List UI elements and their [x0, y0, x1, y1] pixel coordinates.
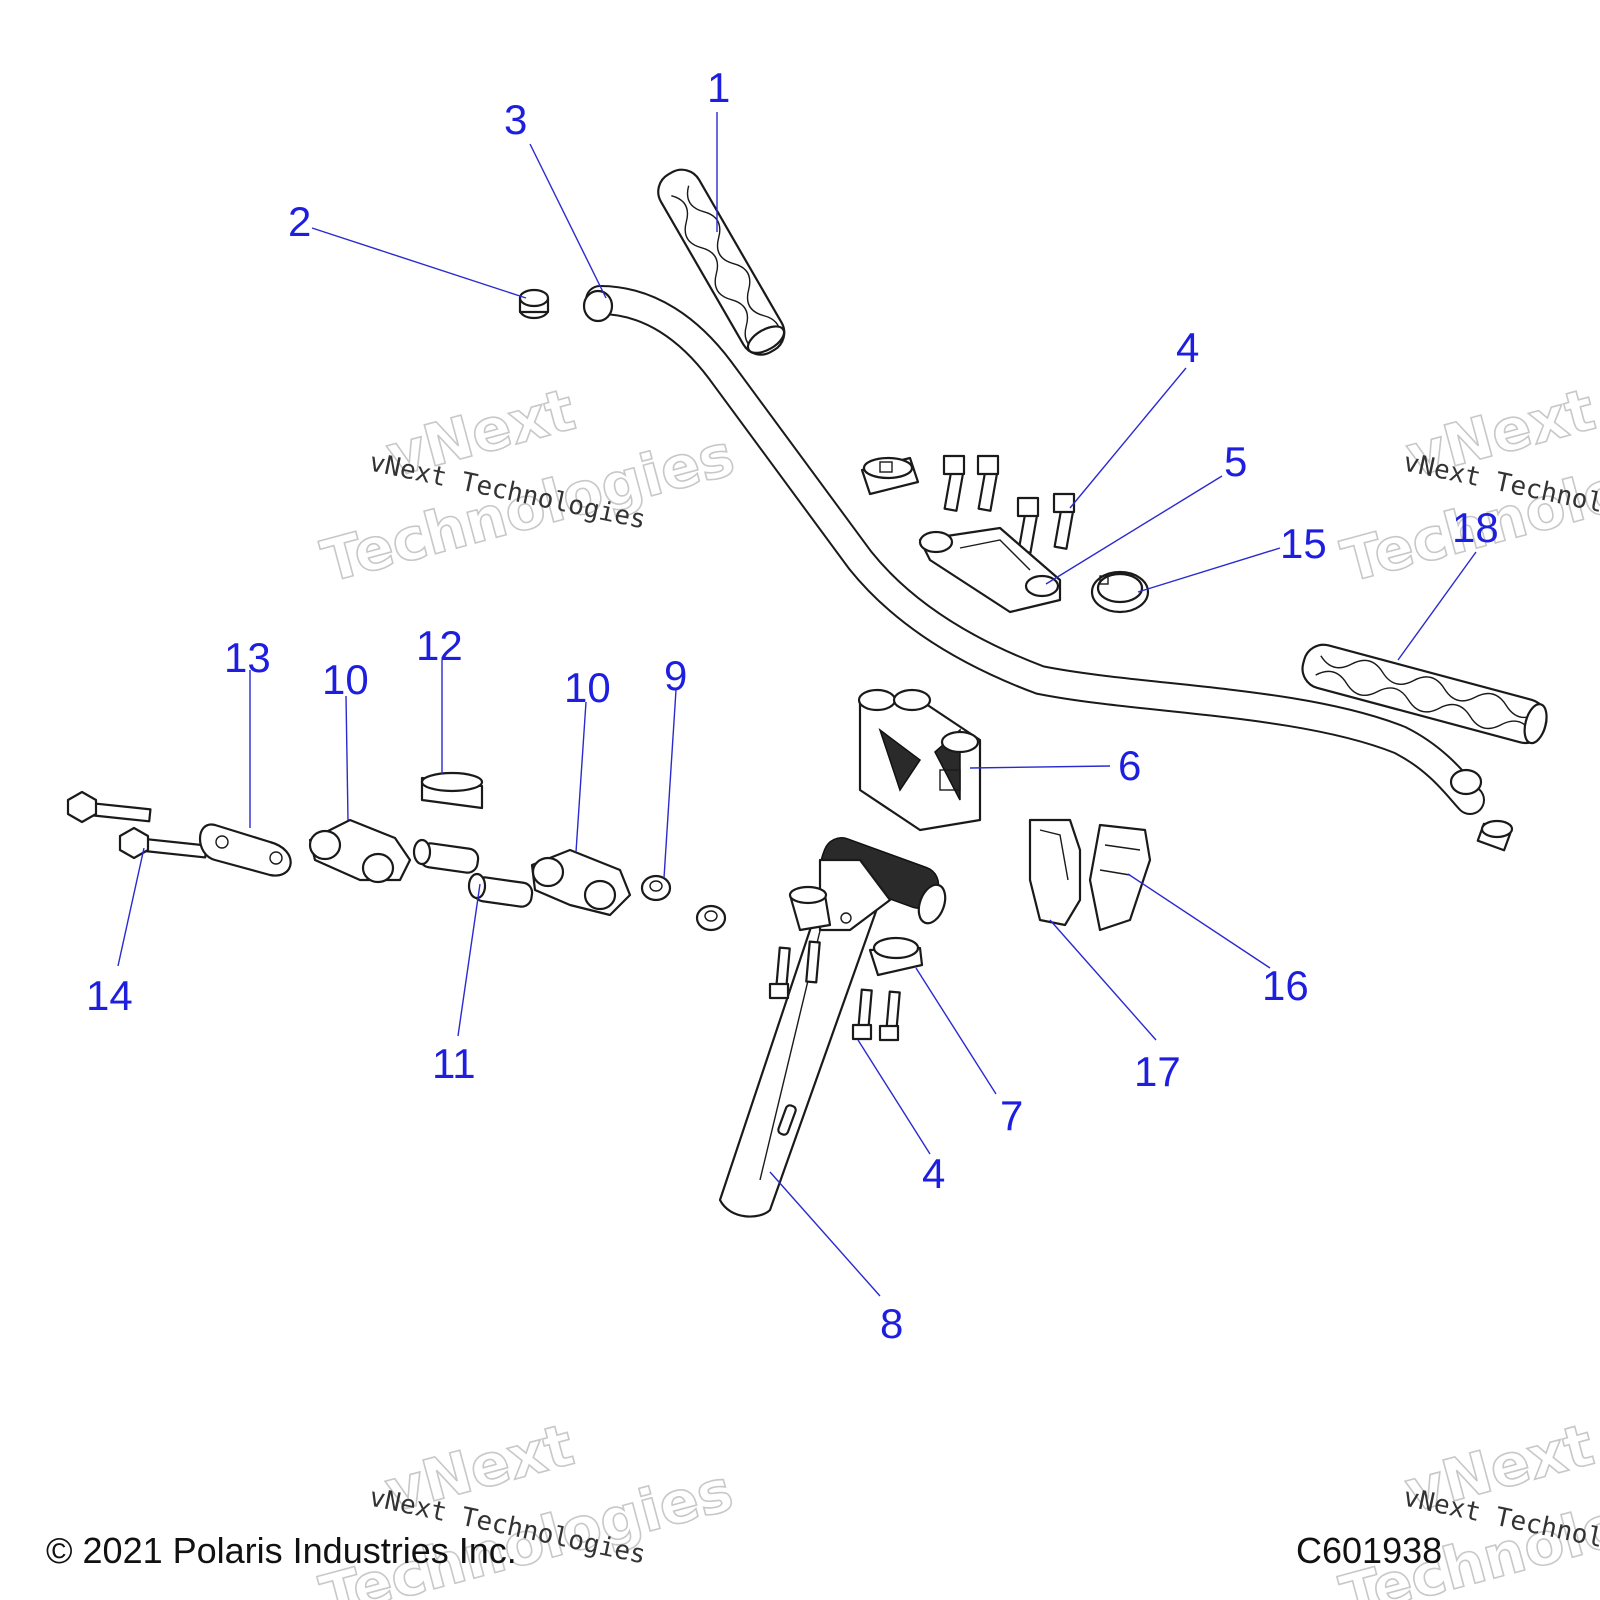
clamp-ring	[1090, 570, 1150, 614]
drawing-number: C601938	[1296, 1530, 1443, 1571]
steering-post	[718, 837, 947, 1218]
callout-10-left: 10	[322, 656, 369, 703]
handlebar	[582, 285, 1485, 815]
plate-13	[199, 823, 292, 877]
callout-5: 5	[1224, 438, 1247, 485]
washer-9	[640, 874, 727, 932]
callout-12: 12	[416, 622, 463, 669]
callout-4: 4	[1176, 324, 1199, 371]
lower-clamp	[788, 885, 924, 977]
bolts-14	[66, 790, 208, 860]
callout-4-lower: 4	[922, 1150, 945, 1197]
bar-end-plug-right	[1476, 819, 1514, 852]
callout-10-right: 10	[564, 664, 611, 711]
callout-13: 13	[224, 634, 271, 681]
callout-6: 6	[1118, 742, 1141, 789]
callout-2: 2	[288, 198, 311, 245]
riser-cover-left	[1028, 818, 1082, 927]
ring-12	[420, 771, 484, 810]
spacer-11	[412, 838, 534, 908]
handlebar-riser	[857, 688, 982, 832]
callout-8: 8	[880, 1300, 903, 1347]
clamp-bolts-upper	[942, 454, 1076, 554]
callouts: 1 2 3 4 5 15 18 6 16 17 7 4 8 9 10 10 12…	[86, 64, 1499, 1347]
callout-9: 9	[664, 652, 687, 699]
callout-1: 1	[707, 64, 730, 111]
watermark: vNext Technologies vNext Technologies vN…	[313, 375, 1600, 1600]
callout-17: 17	[1134, 1048, 1181, 1095]
clamp-bolts-lower	[768, 940, 901, 1042]
callout-14: 14	[86, 972, 133, 1019]
grip-right	[1301, 643, 1548, 745]
leader-lines	[117, 112, 1477, 1297]
grip-left	[657, 168, 786, 356]
handlebar-top-clamp	[918, 526, 1062, 614]
callout-18: 18	[1452, 504, 1499, 551]
copyright-notice: © 2021 Polaris Industries Inc.	[46, 1530, 517, 1571]
callout-16: 16	[1262, 962, 1309, 1009]
riser-cover-right	[1088, 823, 1152, 932]
clamp-block-10-left	[308, 818, 412, 884]
band-clamp	[860, 456, 920, 496]
bar-end-plug	[518, 288, 550, 320]
callout-15: 15	[1280, 520, 1327, 567]
callout-7: 7	[1000, 1092, 1023, 1139]
clamp-block-10-right	[530, 848, 632, 917]
callout-11: 11	[432, 1040, 476, 1087]
callout-3: 3	[504, 96, 527, 143]
